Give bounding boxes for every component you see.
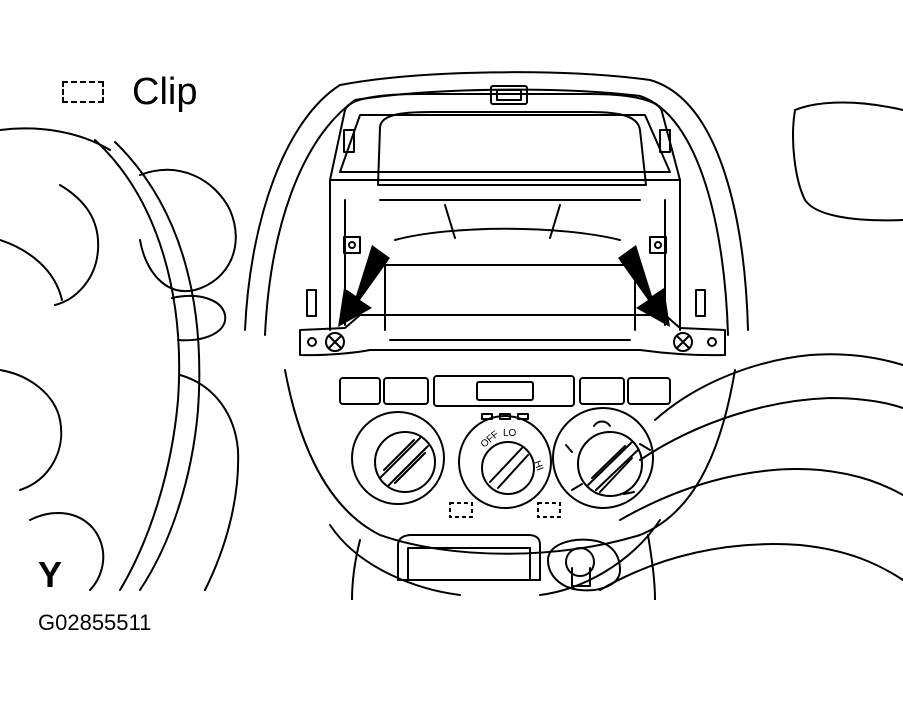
knob-label-lo: LO <box>503 428 517 439</box>
knob-label-off: OFF <box>479 429 501 450</box>
temperature-knob <box>351 411 445 505</box>
mounting-bracket <box>299 314 726 357</box>
dashed-rectangle-icon <box>62 81 104 103</box>
view-letter: Y <box>38 554 63 595</box>
arrow-left-icon <box>338 245 390 327</box>
steering-wheel <box>0 127 240 591</box>
knob-label-hi: HI <box>531 459 545 472</box>
mode-knob <box>552 407 654 509</box>
fan-speed-knob <box>458 415 552 509</box>
figure-code: G02855511 <box>38 610 152 635</box>
dashboard-illustration: OFF LO HI <box>0 71 903 600</box>
side-vent <box>599 101 903 591</box>
display-opening <box>306 85 706 341</box>
legend-label: Clip <box>132 71 198 113</box>
left-screw-icon <box>325 332 345 352</box>
shift-knob <box>547 538 621 592</box>
button-row <box>339 375 671 420</box>
arrow-right-icon <box>618 245 670 327</box>
legend: Clip <box>62 72 197 112</box>
clip-marker-left <box>449 502 473 518</box>
lower-console <box>351 534 656 600</box>
right-screw-icon <box>673 332 693 352</box>
clip-marker-right <box>537 502 561 518</box>
